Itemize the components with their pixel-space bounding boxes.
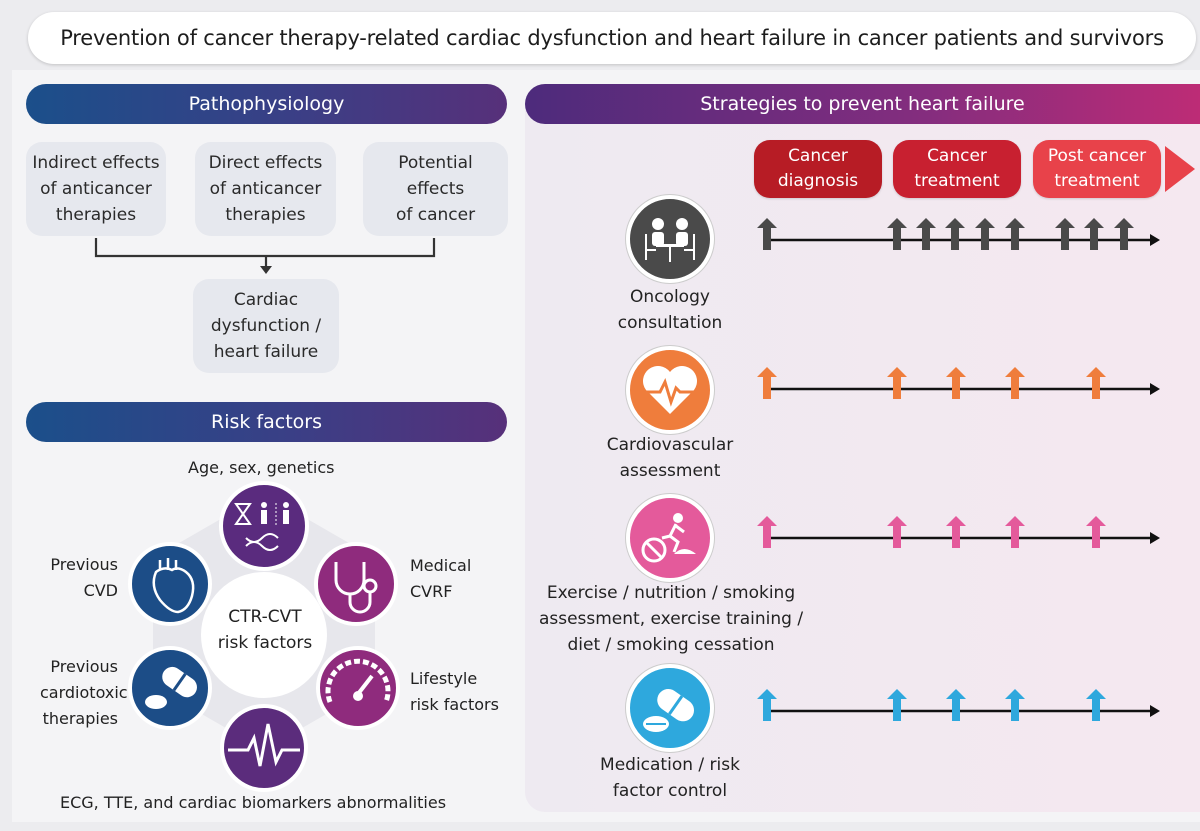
risk-factors-center-label: CTR-CVT risk factors xyxy=(217,607,313,653)
timeline-oncology xyxy=(757,218,1160,250)
risk-label-previous-cardiotoxic: Previous cardiotoxic therapies xyxy=(40,657,128,728)
strategy-timelines xyxy=(757,218,1160,721)
risk-label-age-sex-genetics: Age, sex, genetics xyxy=(188,458,335,477)
hourglass-people-dna-icon xyxy=(219,481,309,571)
strategies-header: Strategies to prevent heart failure xyxy=(525,84,1200,124)
phase-post-cancer-treatment: Post cancer treatment xyxy=(1033,140,1161,198)
timeline-medication xyxy=(757,689,1160,721)
strategy-label-medication: Medication / risk factor control xyxy=(600,755,740,801)
risk-label-previous-cvd: Previous CVD xyxy=(50,555,118,600)
pill-icon xyxy=(626,664,714,752)
strategy-label-cardiovascular: Cardiovascular assessment xyxy=(606,435,734,481)
risk-label-medical-cvrf: Medical CVRF xyxy=(410,556,472,601)
risk-factors-header: Risk factors xyxy=(26,402,507,442)
patho-box-indirect: Indirect effects of anticancer therapies xyxy=(26,142,166,236)
timeline-exercise xyxy=(757,516,1160,548)
risk-label-ecg-tte-biomarkers: ECG, TTE, and cardiac biomarkers abnorma… xyxy=(60,793,447,812)
patho-box-cancer: Potential effects of cancer xyxy=(363,142,508,236)
consultation-icon xyxy=(626,195,714,283)
patho-bracket-arrow xyxy=(94,238,436,274)
phase-arrow-icon xyxy=(1165,146,1195,192)
phase-cancer-diagnosis: Cancer diagnosis xyxy=(754,140,882,198)
anatomical-heart-icon xyxy=(128,542,212,626)
pathophysiology-header: Pathophysiology xyxy=(26,84,507,124)
figure-title: Prevention of cancer therapy-related car… xyxy=(28,12,1196,64)
pill-icon xyxy=(128,646,212,730)
patho-box-direct: Direct effects of anticancer therapies xyxy=(195,142,336,236)
timeline-cardiovascular xyxy=(757,367,1160,399)
ecg-wave-icon xyxy=(220,704,308,792)
heart-pulse-icon xyxy=(626,346,714,434)
stethoscope-icon xyxy=(314,542,398,626)
risk-factors-wheel xyxy=(128,481,400,792)
speedometer-icon xyxy=(316,646,400,730)
patho-result-box: Cardiac dysfunction / heart failure xyxy=(193,279,339,373)
risk-label-lifestyle: Lifestyle risk factors xyxy=(410,669,499,714)
strategy-label-oncology: Oncology consultation xyxy=(617,287,723,333)
strategy-label-exercise-nutrition-smoking: Exercise / nutrition / smoking assessmen… xyxy=(538,583,804,655)
phase-cancer-treatment: Cancer treatment xyxy=(893,140,1021,198)
exercise-no-smoking-icon xyxy=(626,494,714,582)
